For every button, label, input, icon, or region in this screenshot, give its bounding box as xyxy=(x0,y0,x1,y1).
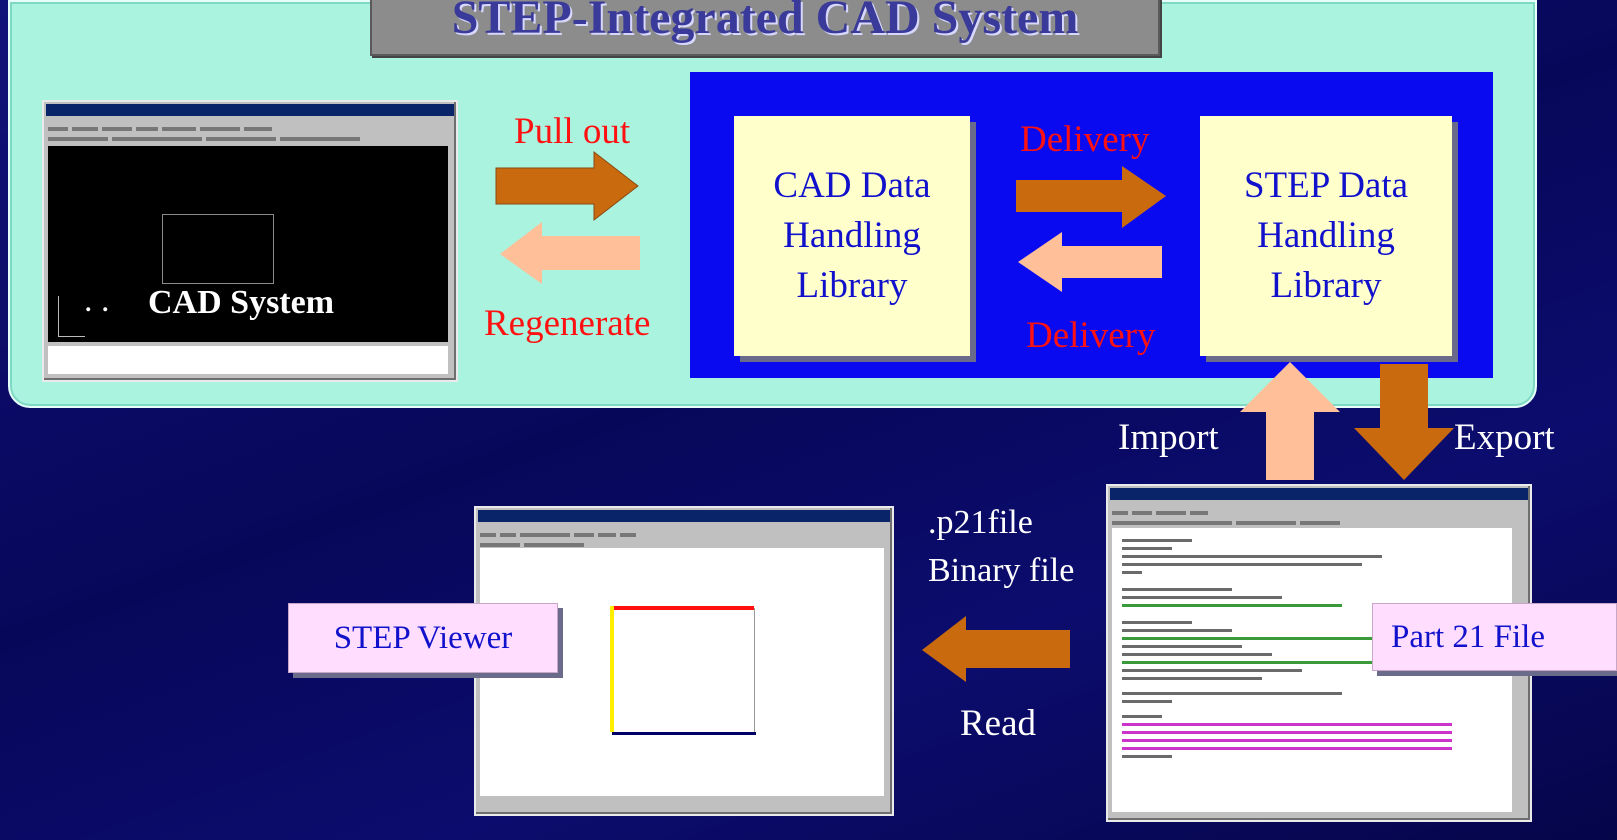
cad-canvas xyxy=(48,146,448,342)
cad-screenshot xyxy=(42,100,458,382)
cad-library-box: CAD Data Handling Library xyxy=(734,116,970,356)
binary-file-label: Binary file xyxy=(928,552,1075,589)
part21-file-label: Part 21 File xyxy=(1372,603,1617,671)
delivery-right-arrow-icon xyxy=(1016,166,1166,228)
pull-out-label: Pull out xyxy=(514,111,631,152)
export-arrow-icon xyxy=(1354,364,1454,480)
import-arrow-icon xyxy=(1240,362,1340,480)
delivery-bottom-label: Delivery xyxy=(1026,315,1156,356)
cad-dots: . . xyxy=(84,282,110,319)
read-label: Read xyxy=(960,703,1037,744)
export-label: Export xyxy=(1454,417,1555,458)
delivery-left-arrow-icon xyxy=(1018,232,1162,292)
cad-titlebar xyxy=(46,104,454,116)
cad-rectangle xyxy=(162,214,274,284)
cad-system-label: CAD System xyxy=(148,284,335,321)
cad-command-area xyxy=(48,346,448,374)
p21-file-label: .p21file xyxy=(928,504,1033,541)
pull-out-arrow-icon xyxy=(495,150,639,222)
import-label: Import xyxy=(1118,417,1219,458)
diagram-title: STEP-Integrated CAD System xyxy=(451,0,1079,44)
title-box: STEP-Integrated CAD System xyxy=(370,0,1160,56)
regenerate-label: Regenerate xyxy=(484,303,651,344)
axis-icon xyxy=(58,296,85,337)
delivery-top-label: Delivery xyxy=(1020,119,1150,160)
read-arrow-icon xyxy=(922,616,1070,682)
step-file-browser-screenshot xyxy=(1106,484,1532,822)
step-viewer-label: STEP Viewer xyxy=(288,603,558,673)
regenerate-arrow-icon xyxy=(500,222,640,284)
step-library-box: STEP Data Handling Library xyxy=(1200,116,1452,356)
